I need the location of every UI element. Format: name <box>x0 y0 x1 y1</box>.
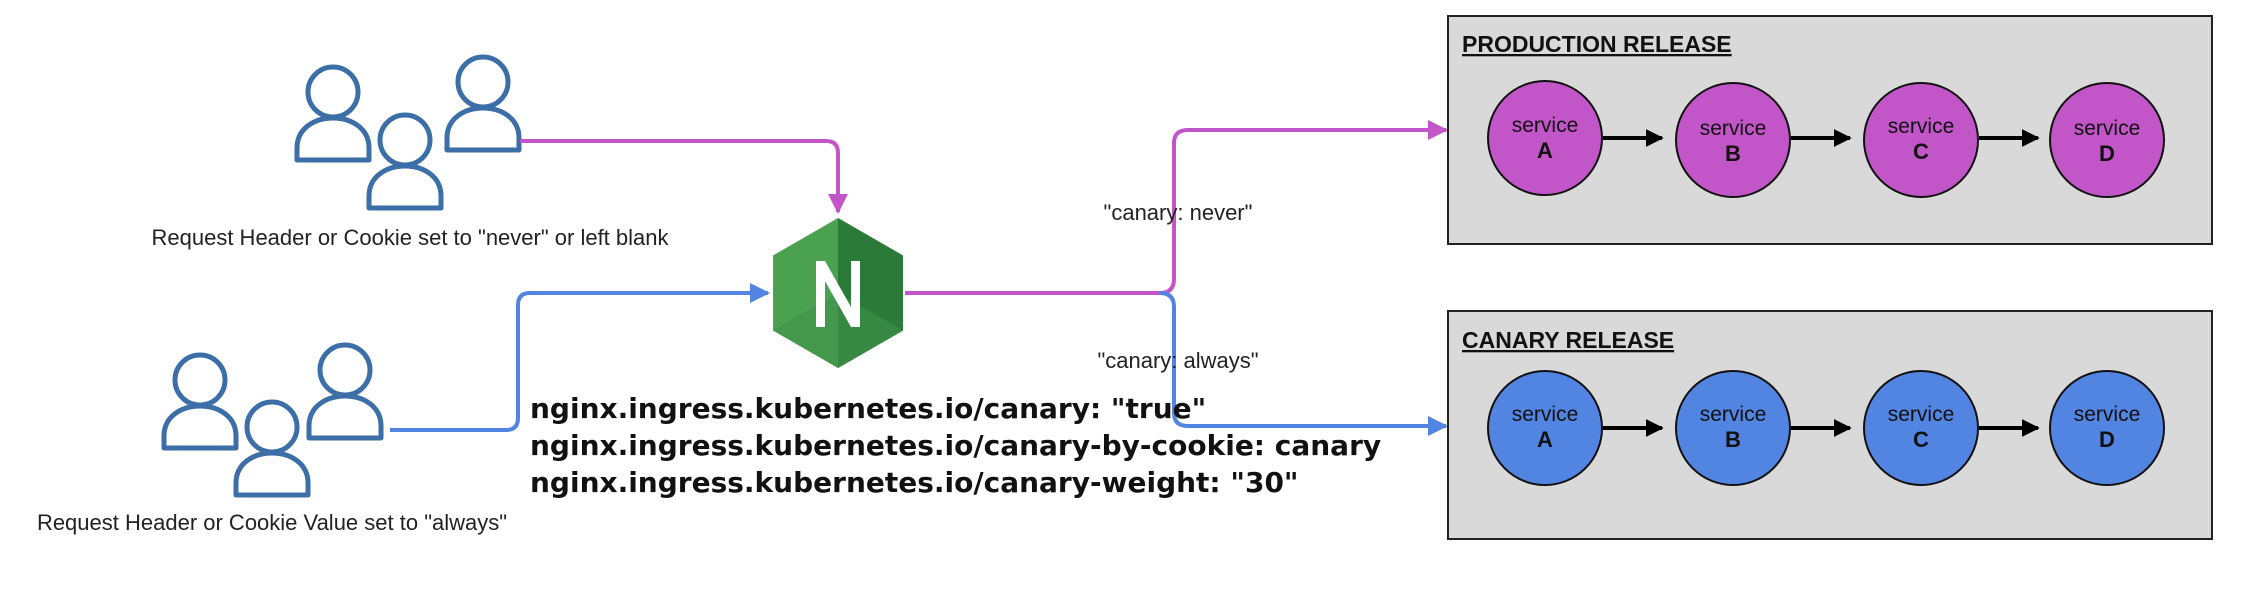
service-node-b: service B <box>1675 82 1791 198</box>
svg-text:service: service <box>1888 115 1955 138</box>
svg-text:B: B <box>1725 141 1741 166</box>
svg-text:service: service <box>1512 403 1579 426</box>
top-users-group: Request Header or Cookie set to "never" … <box>152 57 670 250</box>
svg-text:service: service <box>1700 403 1767 426</box>
svg-text:D: D <box>2099 427 2115 452</box>
svg-text:service: service <box>1888 403 1955 426</box>
production-release-title: PRODUCTION RELEASE <box>1462 31 1732 57</box>
bottom-users-group: Request Header or Cookie Value set to "a… <box>37 345 507 535</box>
service-node-c: service C <box>1863 82 1979 198</box>
svg-text:A: A <box>1537 138 1553 163</box>
service-node-d: service D <box>2049 370 2165 486</box>
always-request-flow <box>390 283 770 432</box>
service-node-a: service A <box>1487 370 1603 486</box>
svg-text:service: service <box>2074 403 2141 426</box>
nginx-logo-icon <box>773 218 903 368</box>
ingress-annotations: nginx.ingress.kubernetes.io/canary: "tru… <box>530 392 1381 499</box>
always-route-to-canary <box>1159 291 1448 436</box>
service-node-c: service C <box>1863 370 1979 486</box>
never-request-flow <box>520 139 848 214</box>
always-route-label: "canary: always" <box>1097 348 1258 373</box>
service-node-d: service D <box>2049 82 2165 198</box>
service-node-b: service B <box>1675 370 1791 486</box>
users-group-icon <box>297 57 519 208</box>
canary-release-box: CANARY RELEASE service A service B servi… <box>1447 310 2213 540</box>
svg-text:C: C <box>1913 427 1929 452</box>
annotation-line: nginx.ingress.kubernetes.io/canary-by-co… <box>530 429 1381 462</box>
bottom-users-caption: Request Header or Cookie Value set to "a… <box>37 510 507 535</box>
svg-text:C: C <box>1913 139 1929 164</box>
never-route-label: "canary: never" <box>1104 200 1253 225</box>
svg-text:D: D <box>2099 141 2115 166</box>
production-release-box: PRODUCTION RELEASE service A service B s… <box>1447 15 2213 245</box>
canary-release-title: CANARY RELEASE <box>1462 327 1674 353</box>
svg-text:service: service <box>1512 114 1579 137</box>
svg-text:service: service <box>1700 117 1767 140</box>
annotation-line: nginx.ingress.kubernetes.io/canary: "tru… <box>530 392 1206 425</box>
annotation-line: nginx.ingress.kubernetes.io/canary-weigh… <box>530 466 1299 499</box>
svg-text:service: service <box>2074 117 2141 140</box>
svg-text:B: B <box>1725 427 1741 452</box>
service-node-a: service A <box>1487 80 1603 196</box>
svg-text:A: A <box>1537 427 1553 452</box>
users-group-icon <box>164 345 381 495</box>
top-users-caption: Request Header or Cookie set to "never" … <box>152 225 670 250</box>
